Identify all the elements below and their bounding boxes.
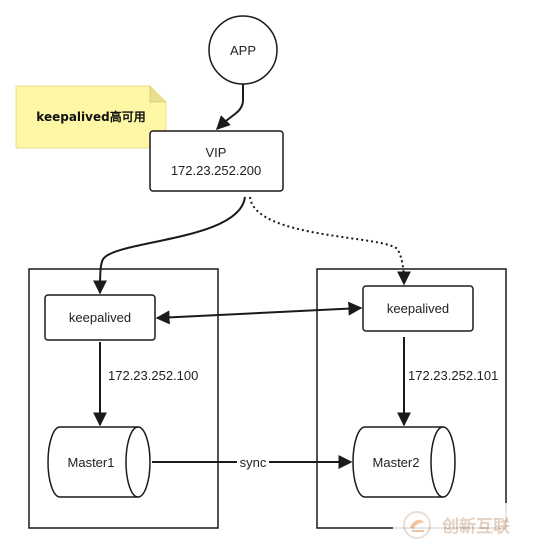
note-keepalived-ha: keepalived高可用 <box>15 85 167 149</box>
svg-text:Master1: Master1 <box>68 455 115 470</box>
master2-node: Master2 <box>352 426 456 498</box>
svg-text:keepalived: keepalived <box>69 310 131 325</box>
keepalived-left-node: keepalived <box>44 294 156 341</box>
svg-text:APP: APP <box>230 43 256 58</box>
edge-vip-to-keepalived-right-backup <box>249 196 411 286</box>
edge-label-sync: sync <box>240 455 267 470</box>
edge-label-left-ip: 172.23.252.100 <box>108 368 198 383</box>
svg-text:Master2: Master2 <box>373 455 420 470</box>
edge-app-to-vip <box>216 84 244 130</box>
master1-node: Master1 <box>47 426 151 498</box>
edge-keepalived-heartbeat <box>155 301 363 325</box>
svg-text:172.23.252.200: 172.23.252.200 <box>171 163 261 178</box>
svg-text:创新互联: 创新互联 <box>441 516 510 537</box>
edge-label-right-ip: 172.23.252.101 <box>408 368 498 383</box>
svg-text:keepalived高可用: keepalived高可用 <box>36 109 145 124</box>
watermark-logo: 创新互联 <box>393 503 538 553</box>
keepalived-right-node: keepalived <box>362 285 474 332</box>
vip-node: VIP 172.23.252.200 <box>149 130 284 192</box>
svg-text:VIP: VIP <box>206 145 227 160</box>
app-node: APP <box>208 15 278 85</box>
edge-vip-to-keepalived-left <box>93 196 246 295</box>
svg-text:keepalived: keepalived <box>387 301 449 316</box>
server-container-left <box>28 268 219 529</box>
sync-label-bg <box>237 453 269 471</box>
